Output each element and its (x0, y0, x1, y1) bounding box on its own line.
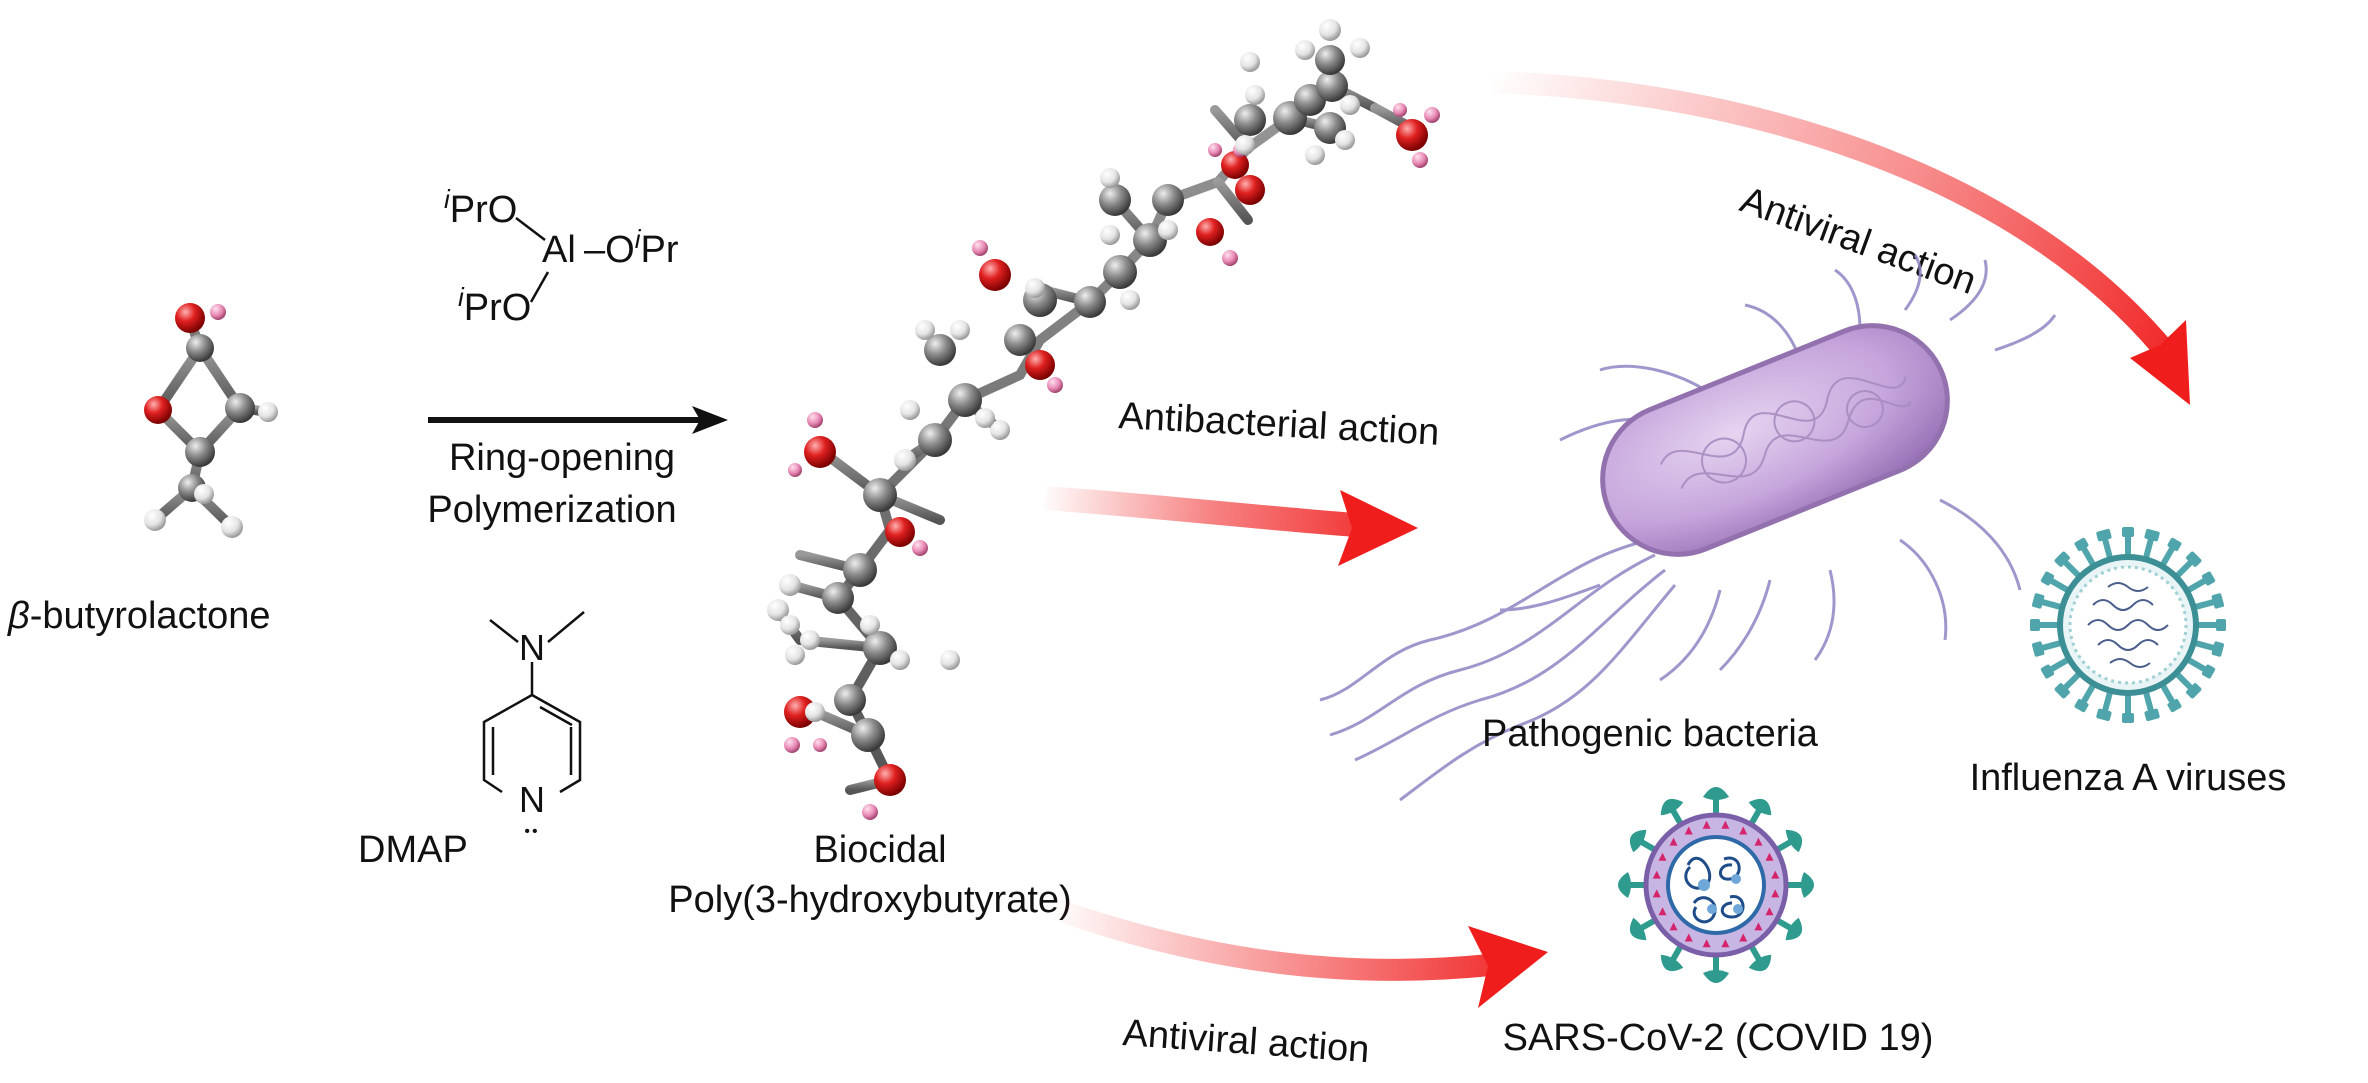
bacterium-illustration (1319, 254, 2057, 802)
sars-membrane-protein (1721, 939, 1730, 948)
sars-membrane-protein (1702, 820, 1711, 829)
beta-butyrolactone-molecule (144, 303, 278, 538)
monomer-label: β-butyrolactone (7, 595, 271, 637)
influenza-spike (2190, 639, 2225, 657)
sars-spike (1703, 787, 1729, 817)
sars-cov-2-illustration (1618, 787, 1814, 983)
influenza-virus-illustration (2030, 527, 2226, 723)
antiviral-bottom-label: Antiviral action (1121, 1012, 1370, 1071)
polymer-label-line2: Poly(3-hydroxybutyrate) (668, 879, 1071, 921)
sars-membrane-protein (1658, 852, 1667, 861)
sars-membrane-protein (1771, 870, 1780, 879)
influenza-label: Influenza A viruses (1970, 757, 2287, 799)
phb-carbon-atoms (822, 45, 1348, 752)
reaction-label-line1: Ring-opening (449, 437, 675, 479)
sars-membrane-protein (1754, 922, 1763, 931)
reaction-arrow (428, 406, 728, 434)
bacteria-label: Pathogenic bacteria (1482, 713, 1819, 755)
influenza-spike (2122, 527, 2134, 559)
sars-membrane-protein (1765, 907, 1774, 916)
influenza-spike (2031, 593, 2066, 611)
influenza-spike (2030, 619, 2062, 631)
influenza-spike (2122, 691, 2134, 723)
reaction-label-line2: Polymerization (427, 489, 676, 531)
sars-membrane-protein (1771, 889, 1780, 898)
aluminum-isopropoxide-structure: iPrO Al –OiPr iPrO (444, 184, 679, 329)
antiviral-bottom-arrow (1048, 897, 1548, 1008)
dmap-lone-pair: •• (524, 823, 539, 840)
sars-membrane-protein (1702, 939, 1711, 948)
sars-membrane-protein (1669, 837, 1678, 846)
sars-membrane-protein (1754, 837, 1763, 846)
antibacterial-label: Antibacterial action (1118, 395, 1441, 454)
sars-label: SARS-CoV-2 (COVID 19) (1503, 1017, 1934, 1059)
sars-membrane-protein (1658, 907, 1667, 916)
sars-membrane-protein (1739, 826, 1748, 835)
influenza-spike (2190, 593, 2225, 611)
influenza-spike (2142, 528, 2160, 563)
influenza-spike (2096, 687, 2114, 722)
sars-membrane-protein (1765, 852, 1774, 861)
influenza-spike (2142, 687, 2160, 722)
sars-spike (1703, 953, 1729, 983)
sars-spike (1784, 872, 1814, 898)
sars-membrane-protein (1684, 826, 1693, 835)
catalyst-group-1: iPrO (444, 184, 517, 231)
antiviral-top-label: Antiviral action (1735, 179, 1982, 303)
sars-membrane-protein (1684, 933, 1693, 942)
sars-membrane-protein (1739, 933, 1748, 942)
dmap-amine-n: N (519, 627, 545, 668)
phb-oxygen-atoms (784, 119, 1428, 796)
influenza-spike (2194, 619, 2226, 631)
sars-membrane-protein (1652, 870, 1661, 879)
polymer-label-line1: Biocidal (813, 829, 946, 871)
antibacterial-arrow (1044, 486, 1418, 566)
influenza-spike (2096, 528, 2114, 563)
phb-polymer-molecule (767, 19, 1440, 820)
sars-membrane-protein (1721, 820, 1730, 829)
sars-spike (1618, 872, 1648, 898)
sars-membrane-protein (1669, 922, 1678, 931)
sars-membrane-protein (1652, 889, 1661, 898)
catalyst-metal: Al (542, 229, 576, 271)
dmap-structure (482, 611, 585, 794)
catalyst-group-2: –OiPr (584, 224, 679, 271)
influenza-spike (2031, 639, 2066, 657)
antiviral-top-arrow (1491, 71, 2190, 405)
phb-hydrogen-atoms (767, 19, 1370, 722)
dmap-ring-n: N (519, 779, 545, 820)
dmap-label: DMAP (358, 829, 468, 871)
catalyst-group-3: iPrO (458, 282, 531, 329)
